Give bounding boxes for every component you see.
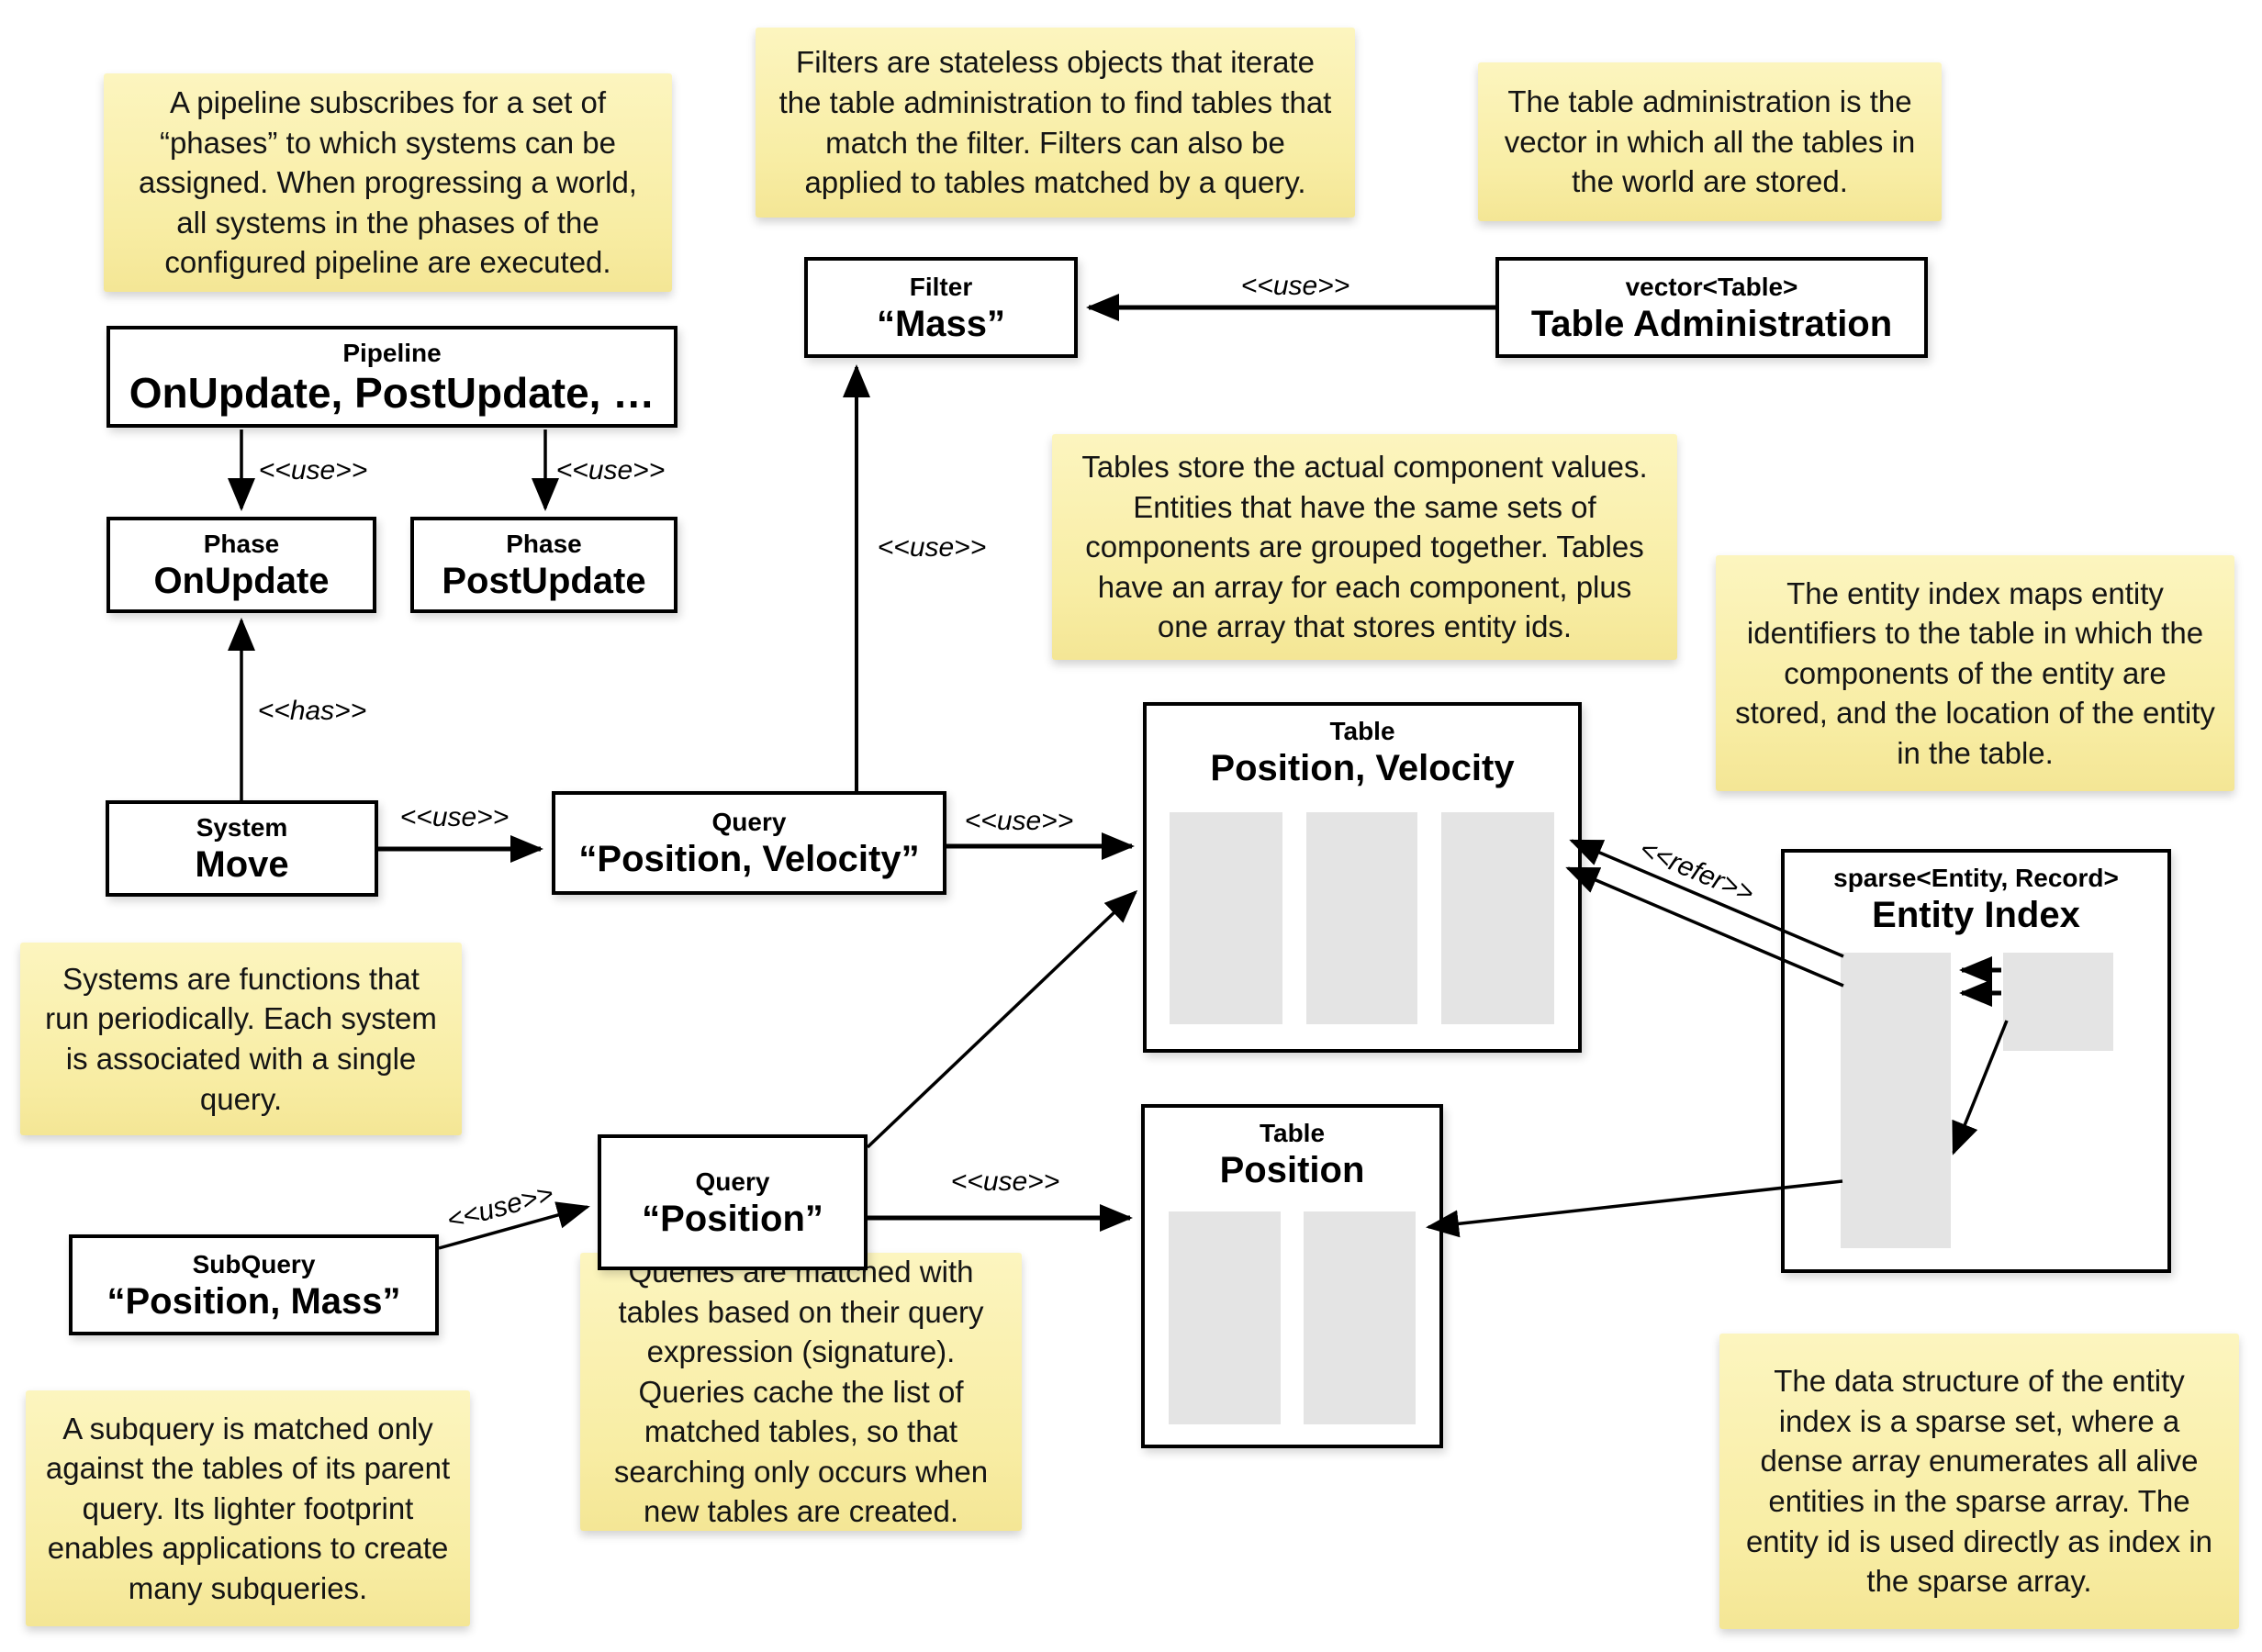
note-entity-index: The entity index maps entity identifiers… [1716,555,2234,791]
box-phase-onupdate: Phase OnUpdate [106,517,376,613]
edge-label-use-pipeline-postupdate: <<use>> [555,455,666,486]
box-filter-mass-name: “Mass” [876,303,1006,344]
note-tables: Tables store the actual component values… [1052,434,1677,660]
box-phase-onupdate-name: OnUpdate [153,561,330,601]
box-query-position: Query “Position” [598,1134,868,1270]
box-entity-index-stereotype: sparse<Entity, Record> [1833,864,2119,892]
edge-label-use-query-filter: <<use>> [877,532,987,563]
note-queries-text: Queries are matched with tables based on… [613,1255,989,1529]
component-array-5 [1304,1211,1416,1424]
note-subquery-text: A subquery is matched only against the t… [45,1411,451,1605]
box-entity-index-name: Entity Index [1872,895,2080,935]
dense-array-block [2003,953,2113,1051]
note-sparse-set: The data structure of the entity index i… [1719,1334,2239,1629]
box-entity-index: sparse<Entity, Record> Entity Index [1781,849,2171,1273]
box-query-position-velocity-name: “Position, Velocity” [578,839,920,879]
note-filters-text: Filters are stateless objects that itera… [778,45,1332,200]
note-tables-text: Tables store the actual component values… [1081,450,1648,644]
component-array-4 [1169,1211,1281,1424]
edge-label-use-query-tablepv: <<use>> [964,806,1074,836]
box-query-position-velocity: Query “Position, Velocity” [552,791,946,895]
sparse-array-block [1841,953,1951,1248]
box-query-position-velocity-stereotype: Query [711,808,787,836]
edge-label-has-system-phase: <<has>> [257,696,367,726]
note-sparse-set-text: The data structure of the entity index i… [1745,1364,2213,1599]
box-system-move-stereotype: System [196,813,288,842]
edge-label-use-pipeline-onupdate: <<use>> [258,455,368,486]
box-table-administration: vector<Table> Table Administration [1495,257,1928,358]
box-table-position-name: Position [1219,1150,1365,1190]
note-systems: Systems are functions that run periodica… [20,943,462,1135]
box-subquery-stereotype: SubQuery [192,1249,316,1278]
box-subquery: SubQuery “Position, Mass” [69,1234,439,1335]
box-table-administration-name: Table Administration [1530,303,1893,344]
note-pipeline-text: A pipeline subscribes for a set of “phas… [139,85,637,280]
edge-label-refer-index-table: <<refer>> [1635,833,1759,910]
note-subquery: A subquery is matched only against the t… [26,1390,470,1626]
box-pipeline: Pipeline OnUpdate, PostUpdate, … [106,326,677,428]
box-table-position-velocity-stereotype: Table [1329,717,1395,745]
box-system-move-name: Move [195,844,289,885]
edge-label-use-admin-filter: <<use>> [1240,271,1350,301]
note-pipeline: A pipeline subscribes for a set of “phas… [104,73,672,292]
box-table-administration-stereotype: vector<Table> [1625,272,1798,301]
note-systems-text: Systems are functions that run periodica… [45,961,437,1116]
edge-label-use-query-tablep: <<use>> [950,1166,1060,1197]
note-entity-index-text: The entity index maps entity identifiers… [1735,575,2215,770]
box-phase-postupdate-name: PostUpdate [442,561,646,601]
box-subquery-name: “Position, Mass” [106,1280,401,1322]
edge-label-use-subquery-query: <<use>> [443,1178,557,1236]
box-table-position-stereotype: Table [1259,1119,1326,1147]
box-phase-postupdate: Phase PostUpdate [410,517,677,613]
component-array-3 [1441,812,1554,1024]
component-array-1 [1170,812,1282,1024]
box-filter-mass-stereotype: Filter [909,272,973,301]
note-queries: Queries are matched with tables based on… [580,1253,1022,1531]
box-table-position-velocity-name: Position, Velocity [1210,748,1515,788]
box-pipeline-name: OnUpdate, PostUpdate, … [129,368,655,417]
box-system-move: System Move [106,800,378,897]
box-filter-mass: Filter “Mass” [804,257,1078,358]
component-array-2 [1306,812,1417,1024]
note-table-administration-text: The table administration is the vector i… [1504,84,1916,199]
edge-label-use-system-query: <<use>> [399,802,510,832]
note-table-administration: The table administration is the vector i… [1478,62,1942,221]
box-pipeline-stereotype: Pipeline [342,338,442,367]
box-phase-postupdate-stereotype: Phase [506,530,582,558]
note-filters: Filters are stateless objects that itera… [756,28,1355,218]
box-phase-onupdate-stereotype: Phase [203,530,280,558]
box-query-position-stereotype: Query [695,1166,770,1196]
box-query-position-name: “Position” [642,1198,823,1239]
